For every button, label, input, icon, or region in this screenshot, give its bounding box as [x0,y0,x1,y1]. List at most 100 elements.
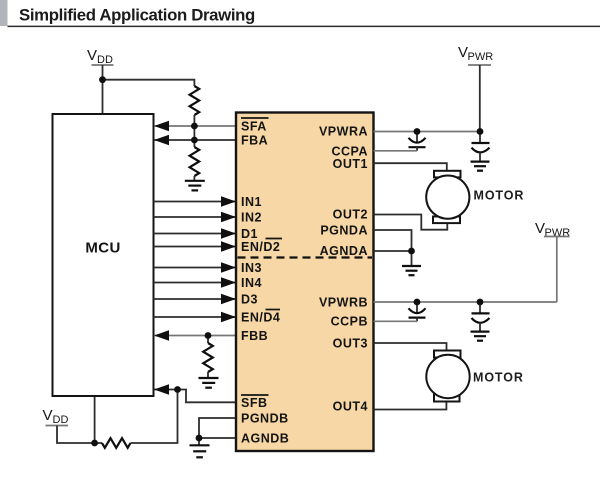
mcu-box [51,113,155,397]
junction-fba [191,136,198,144]
supply-vpwr-top: V PWR [458,44,493,132]
resistor-sfa-pullup [187,85,202,126]
vdd-top-branch [102,78,196,86]
arrowheads-into-ic [221,196,236,323]
junction-fbb [204,332,212,339]
supply-vdd-bottom: V DD [43,407,102,444]
pin-label-in3: IN3 [241,261,262,275]
pin-label-out4: OUT4 [333,399,368,413]
out3-net [373,342,448,351]
pin-label-ccpb: CCPB [331,315,368,329]
arrow-in1 [221,196,236,207]
junction-vdd-bottom [91,439,98,447]
ccpb-cap-curved-plate [407,307,427,315]
page-title: Simplified Application Drawing [19,6,255,25]
motor2-label: MOTOR [473,371,524,385]
wire-agndb [198,437,236,445]
junction-sfb [174,386,181,393]
arrow-in4 [221,277,236,288]
arrow-en-d2 [221,241,236,252]
vdd-bottom-stem [56,425,102,444]
arrow-sfa [154,120,169,132]
arrow-fba [154,134,169,146]
wire-pgnda [373,229,413,251]
vdd-top-sub: DD [97,54,113,66]
pin-label-sfa: SFA [241,120,267,134]
bulkcap-top-curved-plate [470,146,491,154]
arrow-fbb [154,330,169,341]
pin-label-out1: OUT1 [333,157,368,171]
motor-1: MOTOR [425,169,525,225]
motor1-label: MOTOR [474,189,525,203]
junction-sfa [191,122,198,130]
ground-bulkcap-bottom [470,330,490,342]
mcu-label: MCU [85,240,120,257]
pin-label-agnda: AGNDA [320,244,368,258]
mcu-block: MCU [51,113,155,397]
pin-label-sfb: SFB [241,396,268,410]
wire-out4 [373,401,448,411]
ccpa-cap-curved-plate [407,137,427,144]
resistor-fba-pulldown [187,140,202,181]
junction-vpwr-bottom [476,298,484,306]
vdd-bottom-sub: DD [53,414,69,426]
pin-label-d1: D1 [241,227,258,241]
ground-fba [184,179,205,192]
out4-net [373,401,448,411]
ground-agndb [189,444,210,459]
bulkcap-bottom-curved-plate [470,317,491,324]
vpwr-top-bulk-capacitor [470,131,491,172]
vpwr-bottom-label: V [535,220,545,237]
resistor-fbb-pulldown [201,335,215,378]
arrow-sfb [154,384,169,395]
pin-label-ccpa: CCPA [332,145,369,159]
pin-label-d3: D3 [241,293,258,307]
junction-vdd-top [99,76,106,84]
header: Simplified Application Drawing [0,0,600,28]
vpwr-bottom-bulk-capacitor [470,302,491,342]
ccpb-capacitor [373,302,427,323]
driver-ic-block: SFA FBA IN1 IN2 D1 EN/D2 IN3 IN4 D3 EN/D… [234,111,375,453]
vdd-top-label: V [87,47,97,64]
arrow-d1 [221,228,236,239]
out1-net [373,162,448,172]
arrow-en-d4 [221,311,236,323]
junction-vpwr-top [476,128,484,135]
pin-label-vpwrb: VPWRB [319,295,368,309]
ic-right-pin-labels: VPWRA CCPA OUT1 OUT2 PGNDA AGNDA VPWRB C… [319,125,368,414]
motor2-body [425,353,471,400]
junction-ccpb [413,298,421,306]
ground-fbb [198,376,219,389]
junction-agnda [408,247,415,255]
pin-label-en-d2: EN/D2 [241,240,280,254]
wire-out3 [373,342,448,351]
wire-pgndb [198,417,236,438]
vdd-bottom-run [130,389,179,444]
out2-net [373,213,449,231]
arrow-d3 [221,293,236,305]
ground-bulkcap-top [470,160,490,172]
resistor-vdd-bottom [101,389,179,450]
wire-out1 [373,162,448,172]
junction-dots [91,76,484,447]
arrow-in3 [221,262,236,273]
pin-label-out3: OUT3 [333,336,368,350]
pin-label-fbb: FBB [241,329,268,343]
pin-label-pgnda: PGNDA [320,224,368,238]
wire-agnda [373,250,413,266]
vdd-bottom-label: V [43,407,53,424]
motor-2: MOTOR [425,349,524,403]
supply-vdd-top: V DD [87,47,196,114]
pin-label-out2: OUT2 [333,208,368,222]
ic-left-pin-labels: SFA FBA IN1 IN2 D1 EN/D2 IN3 IN4 D3 EN/D… [241,117,289,446]
ground-agnda [402,264,421,277]
junction-agndb [195,434,203,442]
vpwr-top-label: V [458,44,468,61]
pin-label-fba: FBA [241,134,268,148]
pin-label-vpwra: VPWRA [319,125,368,139]
arrow-in2 [221,211,236,223]
motor1-body [425,174,471,220]
wire-sfb [154,388,236,404]
